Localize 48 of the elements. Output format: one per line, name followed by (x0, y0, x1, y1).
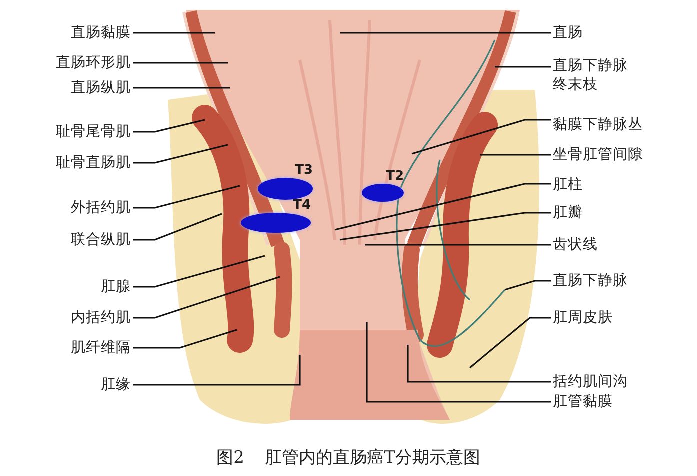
leader-line (133, 276, 280, 319)
leader-line (133, 213, 222, 241)
stage-label: T4 (293, 199, 311, 213)
leader-line (340, 212, 551, 241)
leader-line (334, 183, 551, 231)
leader-line (133, 119, 206, 133)
part-label: 直肠纵肌 (71, 79, 131, 98)
leader-line (469, 317, 551, 369)
leader-line (133, 144, 228, 164)
leader-line (504, 280, 551, 291)
leader-line (407, 345, 551, 383)
part-label: 耻骨尾骨肌 (56, 123, 131, 142)
part-label: 直肠环形肌 (56, 54, 131, 73)
leader-line (133, 329, 238, 349)
leader-line (133, 185, 240, 209)
part-label: 黏膜下静脉丛 (553, 116, 643, 135)
stage-label: T3 (295, 164, 313, 178)
leader-line (365, 244, 551, 246)
figure-caption: 图2 肛管内的直肠癌T分期示意图 (216, 447, 482, 469)
leader-line (366, 322, 551, 403)
part-label: 联合纵肌 (71, 231, 131, 250)
part-label: 肛缘 (101, 376, 131, 395)
part-label: 肛腺 (101, 278, 131, 297)
leader-line (412, 119, 551, 155)
leader-line (133, 87, 230, 89)
part-label: 肛周皮肤 (553, 309, 613, 328)
part-label: 内括约肌 (71, 309, 131, 328)
leader-line (133, 255, 266, 288)
part-label: 外括约肌 (71, 199, 131, 218)
part-label: 坐骨肛管间隙 (553, 146, 643, 165)
stage-label: T2 (386, 170, 404, 184)
leader-line (133, 32, 215, 34)
part-label: 齿状线 (553, 236, 598, 255)
leader-line (340, 32, 551, 34)
part-label: 肛柱 (553, 176, 583, 195)
leader-line (133, 355, 301, 386)
part-label: 直肠 (553, 24, 583, 43)
part-label: 直肠黏膜 (71, 24, 131, 43)
part-label: 直肠下静脉 (553, 272, 628, 291)
part-label: 直肠下静脉终末枝 (553, 57, 631, 95)
leader-line (133, 62, 228, 64)
part-label: 括约肌间沟 (553, 373, 628, 392)
part-label: 耻骨直肠肌 (56, 154, 131, 173)
part-label: 肌纤维隔 (71, 339, 131, 358)
leader-line (495, 66, 551, 68)
part-label: 肛管黏膜 (553, 393, 613, 412)
leader-line (480, 154, 551, 156)
part-label: 肛瓣 (553, 204, 583, 223)
